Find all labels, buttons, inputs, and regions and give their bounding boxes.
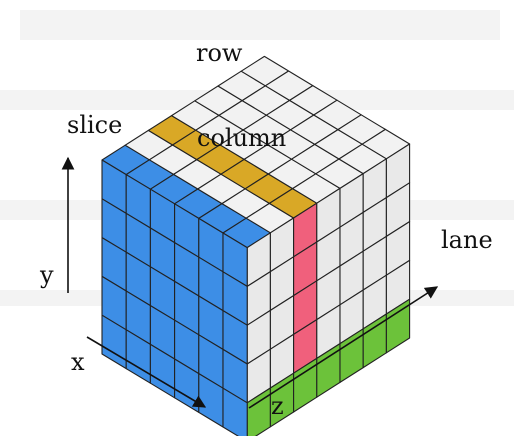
slice-cell xyxy=(222,387,248,436)
cube xyxy=(101,55,411,436)
front-face xyxy=(101,159,248,436)
lane-cell xyxy=(385,298,411,354)
watermark-band xyxy=(20,10,500,40)
label-slice: slice xyxy=(67,111,122,139)
label-row: row xyxy=(196,39,243,67)
right-face xyxy=(246,143,411,436)
z-axis-arrow xyxy=(248,286,439,409)
top-face xyxy=(101,55,411,249)
label-y: y xyxy=(39,261,54,289)
axes xyxy=(61,156,439,409)
label-x: x xyxy=(71,348,85,376)
label-z: z xyxy=(271,392,284,420)
label-lane: lane xyxy=(441,226,493,254)
label-column: column xyxy=(197,124,286,152)
x-axis-arrow xyxy=(86,336,207,408)
